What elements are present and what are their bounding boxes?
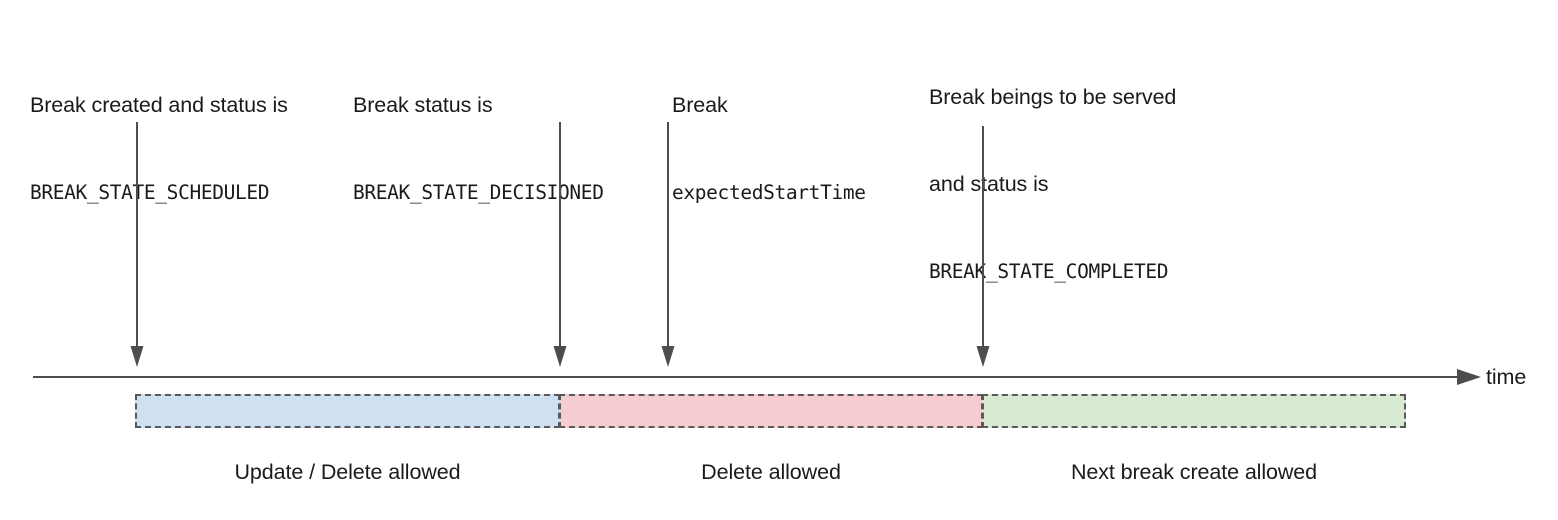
annotation-break-decisioned: Break status is BREAK_STATE_DECISIONED: [353, 33, 604, 265]
annotation-line: Break beings to be served: [929, 85, 1177, 109]
time-axis: [33, 365, 1482, 389]
annotation-line: Break: [672, 93, 728, 117]
phase-bar-delete-allowed: [559, 394, 983, 428]
phase-bar-update-delete-allowed: [135, 394, 560, 428]
phase-caption: Next break create allowed: [1070, 460, 1318, 484]
pointer-arrow-down-icon-decisioned: [552, 122, 568, 368]
annotation-break-completed: Break beings to be served and status is …: [929, 25, 1176, 344]
phase-caption: Delete allowed: [701, 460, 841, 484]
annotation-line-code: BREAK_STATE_SCHEDULED: [30, 181, 270, 204]
annotation-line: Break created and status is: [30, 93, 288, 117]
annotation-line-code: BREAK_STATE_DECISIONED: [353, 181, 604, 204]
phase-bar-next-break-create-allowed: [982, 394, 1406, 428]
annotation-break-expected-start-time: Break expectedStartTime: [672, 33, 866, 265]
phase-caption: Update / Delete allowed: [234, 460, 461, 484]
pointer-arrow-down-icon-completed: [975, 126, 991, 368]
annotation-line: and status is: [929, 172, 1049, 196]
annotation-line-code: BREAK_STATE_COMPLETED: [929, 260, 1169, 283]
pointer-arrow-down-icon-expected-start-time: [660, 122, 676, 368]
annotation-line: Break status is: [353, 93, 493, 117]
pointer-arrow-down-icon-scheduled: [129, 122, 145, 368]
time-axis-label: time: [1486, 365, 1527, 389]
annotation-break-scheduled: Break created and status is BREAK_STATE_…: [30, 33, 288, 265]
annotation-line-code: expectedStartTime: [672, 181, 866, 204]
